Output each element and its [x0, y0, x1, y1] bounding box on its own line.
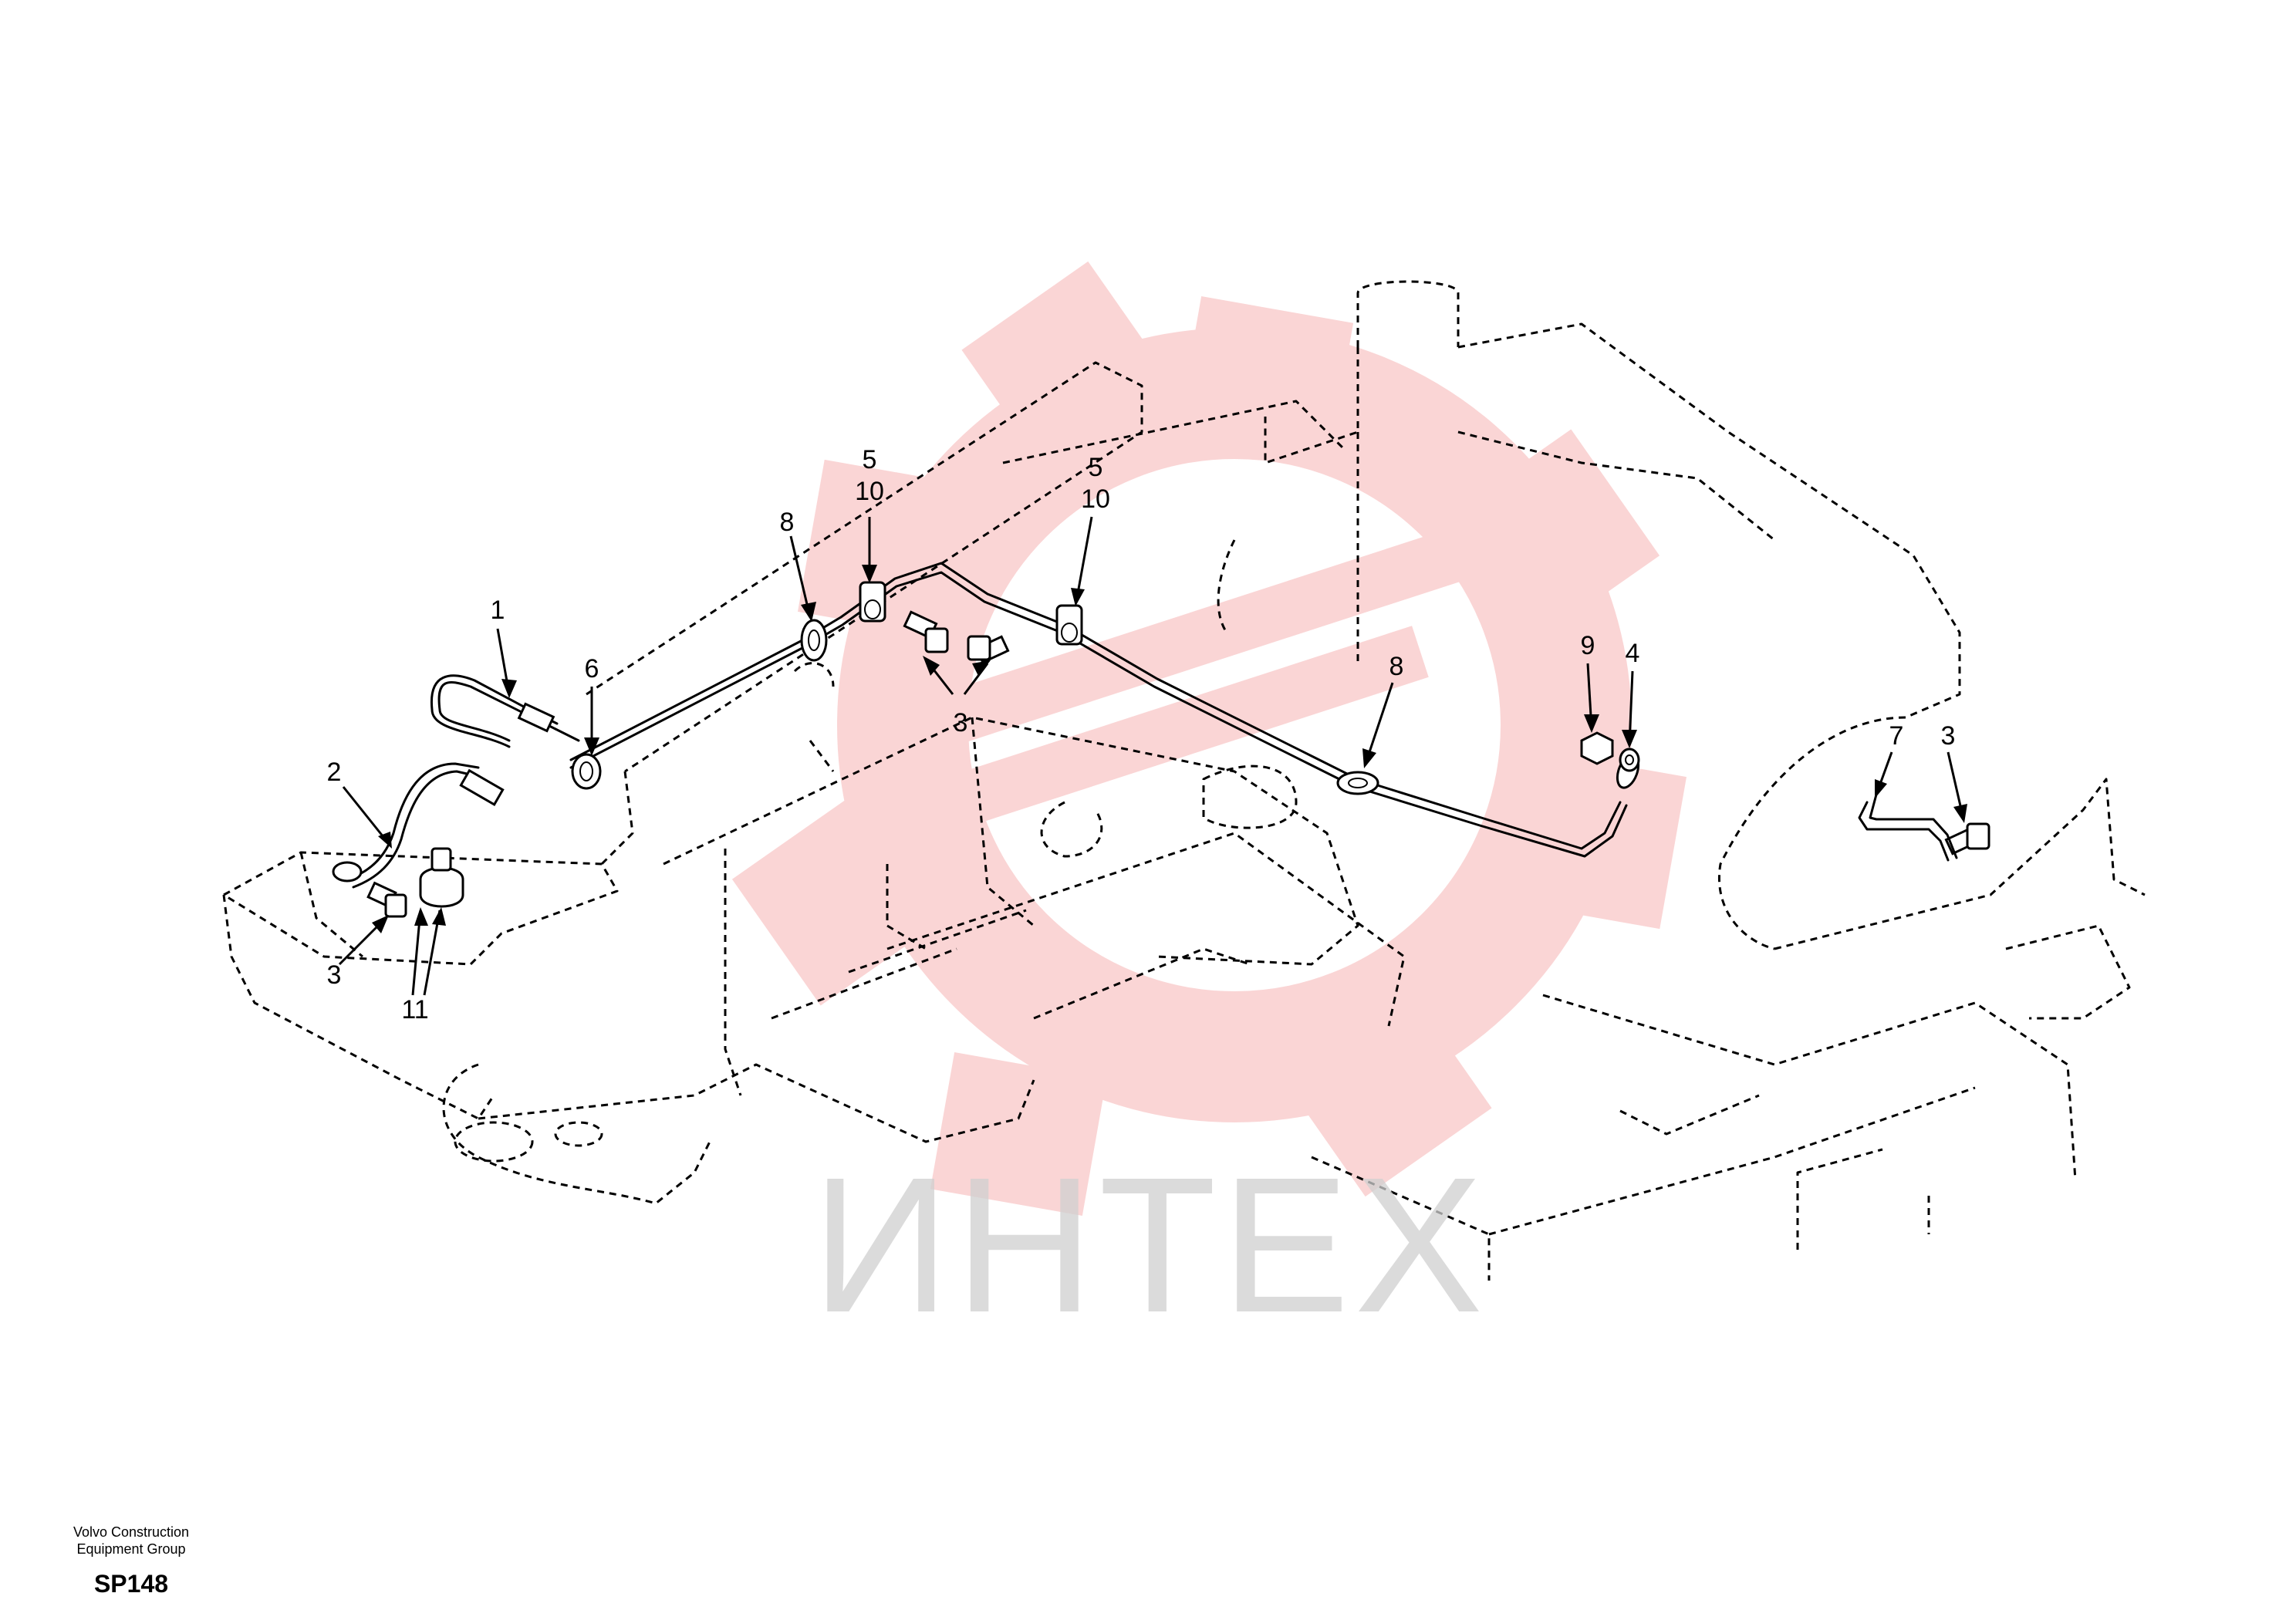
callout-1: 1 [491, 596, 505, 625]
bracket-7 [1858, 793, 1958, 862]
callout-7: 7 [1889, 721, 1904, 751]
callout-8-left: 8 [780, 508, 795, 537]
callout-6: 6 [585, 654, 599, 683]
callout-5-left: 5 [863, 445, 877, 474]
footer-page-code: SP148 [93, 1570, 169, 1598]
battery-cable-2 [332, 762, 505, 889]
watermark-gear-icon [731, 261, 1687, 1216]
footer-company-line1: Volvo Construction [73, 1524, 190, 1540]
callout-3-right: 3 [1941, 721, 1956, 751]
footer-company-line2: Equipment Group [76, 1541, 186, 1557]
terminal-11 [419, 847, 464, 908]
callout-5-right: 5 [1089, 453, 1103, 482]
callout-2: 2 [327, 758, 342, 787]
clamp-parts [571, 581, 1379, 795]
bolts [366, 610, 1990, 918]
callout-labels: 1 2 6 8 5 10 5 10 3 8 9 4 7 3 3 11 [327, 445, 1956, 1024]
machine-frame-outline [222, 280, 2146, 1281]
callout-10-left: 10 [855, 477, 884, 506]
callout-11: 11 [401, 995, 428, 1024]
callout-3-left: 3 [327, 960, 342, 990]
watermark-text: ИНТЕХ [812, 1137, 1487, 1352]
callout-9: 9 [1581, 631, 1595, 660]
footer: Volvo Construction Equipment Group SP148 [46, 1524, 216, 1598]
callout-4: 4 [1626, 639, 1640, 668]
callout-10-right: 10 [1081, 484, 1110, 514]
callout-8-right: 8 [1389, 652, 1404, 681]
arrowheads [372, 565, 1967, 933]
callout-3-middle: 3 [954, 708, 968, 737]
